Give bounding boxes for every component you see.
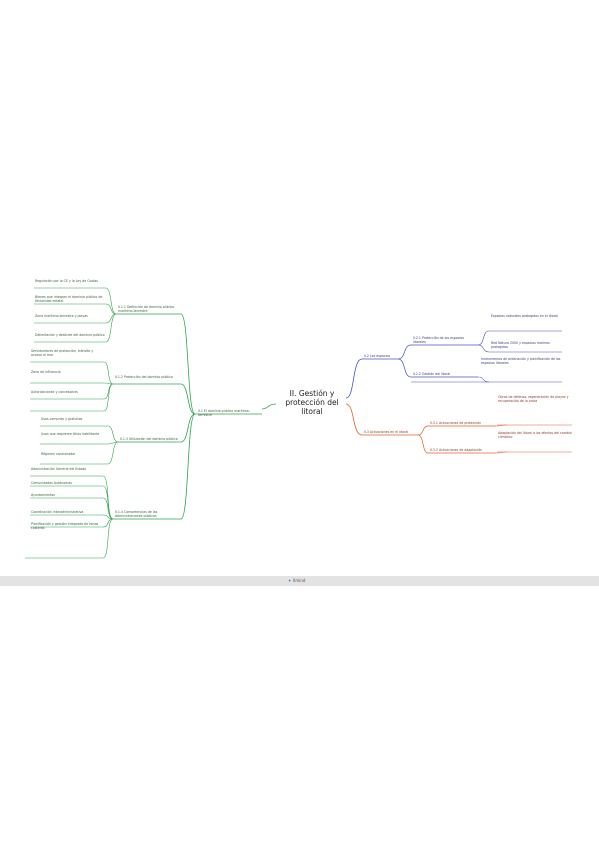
left-sub4-label[interactable]: II.1.4 Competencias de las Administracio… [115, 510, 158, 519]
right2-sub1-leaf-1[interactable]: Obras de defensa, regeneración de playas… [498, 395, 569, 404]
connector-right1-sub1-leaf1 [477, 330, 490, 346]
sub2-leaf-2[interactable]: Zona de influencia [31, 370, 61, 374]
connector-center-left [261, 403, 277, 410]
right1-sub1-leaf-2[interactable]: Red Natura 2000 y espacios marinos prote… [491, 341, 550, 350]
sub1-leaf-3[interactable]: Zona marítimo-terrestre y playas [35, 314, 88, 318]
right1-sub2-leaf-1[interactable]: Instrumentos de ordenación y planificaci… [481, 357, 561, 366]
right1-label[interactable]: II.2 Los espacios [364, 354, 391, 358]
connector-sub1-leaf4 [105, 313, 117, 343]
connector-sub2-leaf4 [103, 383, 114, 412]
sub4-leaf-4[interactable]: Coordinación interadministrativa [31, 510, 84, 514]
sub3-leaf-1[interactable]: Usos comunes y gratuitos [41, 417, 83, 421]
connector-sub3-leaf2 [107, 441, 119, 445]
sub4-leaf-5[interactable]: Planificación y gestión integrada de zon… [31, 522, 99, 531]
connector-left-sub1 [180, 313, 196, 415]
left-sub2-label[interactable]: II.1.2 Protección del dominio público [115, 375, 173, 379]
central-topic-line-3: litoral [301, 407, 323, 416]
sub1-leaf-1[interactable]: Regulación por la CE y la Ley de Costas [35, 279, 98, 283]
footer-bar [0, 576, 599, 586]
xmind-brand: ✦ Xmind [288, 577, 305, 584]
connector-sub3-leaf3 [107, 441, 119, 465]
sub4-leaf-3[interactable]: Ayuntamientos [31, 493, 55, 497]
sub4-leaf-2[interactable]: Comunidades Autónomas [31, 481, 72, 485]
connector-sub4-leaf1 [102, 475, 114, 520]
left-sub3-label[interactable]: II.1.3 Utilización del dominio público [120, 437, 178, 441]
left-branch-label[interactable]: II.1 El dominio público marítimo-terrest… [198, 409, 250, 418]
connector-right2-sub2 [417, 434, 429, 454]
right1-sub1-leaf-1[interactable]: Espacios naturales protegidos en el lito… [491, 314, 558, 318]
connector-sub1-leaf2 [105, 303, 117, 315]
connector-right1-sub2-leaf1 [477, 376, 490, 383]
sub3-leaf-3[interactable]: Régimen sancionador [41, 452, 76, 456]
connector-sub4-leaf3 [102, 497, 114, 520]
right2-sub2-leaf-1[interactable]: Adaptación del litoral a los efectos del… [498, 431, 572, 440]
sub1-leaf-2[interactable]: Bienes que integran el dominio público d… [35, 295, 103, 304]
central-topic-line-1: II. Gestión y [289, 389, 335, 398]
connector-sub4-leaf5 [102, 518, 114, 528]
connector-center-right-1 [345, 358, 363, 399]
right1-sub2-label[interactable]: II.2.2 Gestión del litoral [413, 372, 451, 376]
xmind-brand-text: Xmind [292, 578, 306, 583]
xmind-logo-icon: ✦ [288, 578, 292, 583]
connector-sub1-leaf1 [105, 287, 117, 315]
connector-center-right-2 [345, 403, 363, 436]
sub4-leaf-1[interactable]: Administración General del Estado [31, 467, 87, 471]
connector-sub3-leaf1 [107, 425, 119, 443]
sub1-leaf-4[interactable]: Delimitación y deslinde del dominio públ… [35, 333, 105, 337]
sub2-leaf-1[interactable]: Servidumbres de protección, tránsito y a… [31, 349, 94, 358]
connector-right1-sub2 [397, 358, 412, 378]
connector-right2-sub1 [417, 425, 429, 436]
right2-sub2-label[interactable]: II.3.2 Actuaciones de adaptación [430, 448, 483, 452]
connector-left-sub3 [180, 413, 196, 443]
connector-left-sub4 [180, 413, 196, 520]
connector-sub2-leaf1 [103, 361, 114, 385]
central-topic[interactable]: II. Gestión y protección del litoral [278, 389, 346, 416]
right2-sub1-label[interactable]: II.3.1 Actuaciones de protección [430, 421, 482, 425]
connector-right1-sub1 [397, 344, 412, 360]
connector-left-sub2 [180, 383, 196, 415]
left-sub1-label[interactable]: II.1.1 Definición de dominio público mar… [118, 305, 175, 314]
central-topic-line-2: protección del [285, 398, 339, 407]
connector-sub4-leaf6 [102, 518, 114, 559]
sub3-leaf-2[interactable]: Usos que requieren título habilitante [41, 432, 100, 436]
connector-sub2-leaf2 [103, 382, 114, 385]
connector-right1-sub1-leaf2 [477, 344, 490, 353]
right2-label[interactable]: II.3 Actuaciones en el litoral [364, 430, 409, 434]
connector-sub4-leaf2 [102, 485, 114, 520]
right1-sub1-label[interactable]: II.2.1 Protección de los espacios litora… [413, 336, 464, 345]
sub2-leaf-3[interactable]: Autorizaciones y concesiones [31, 390, 78, 394]
